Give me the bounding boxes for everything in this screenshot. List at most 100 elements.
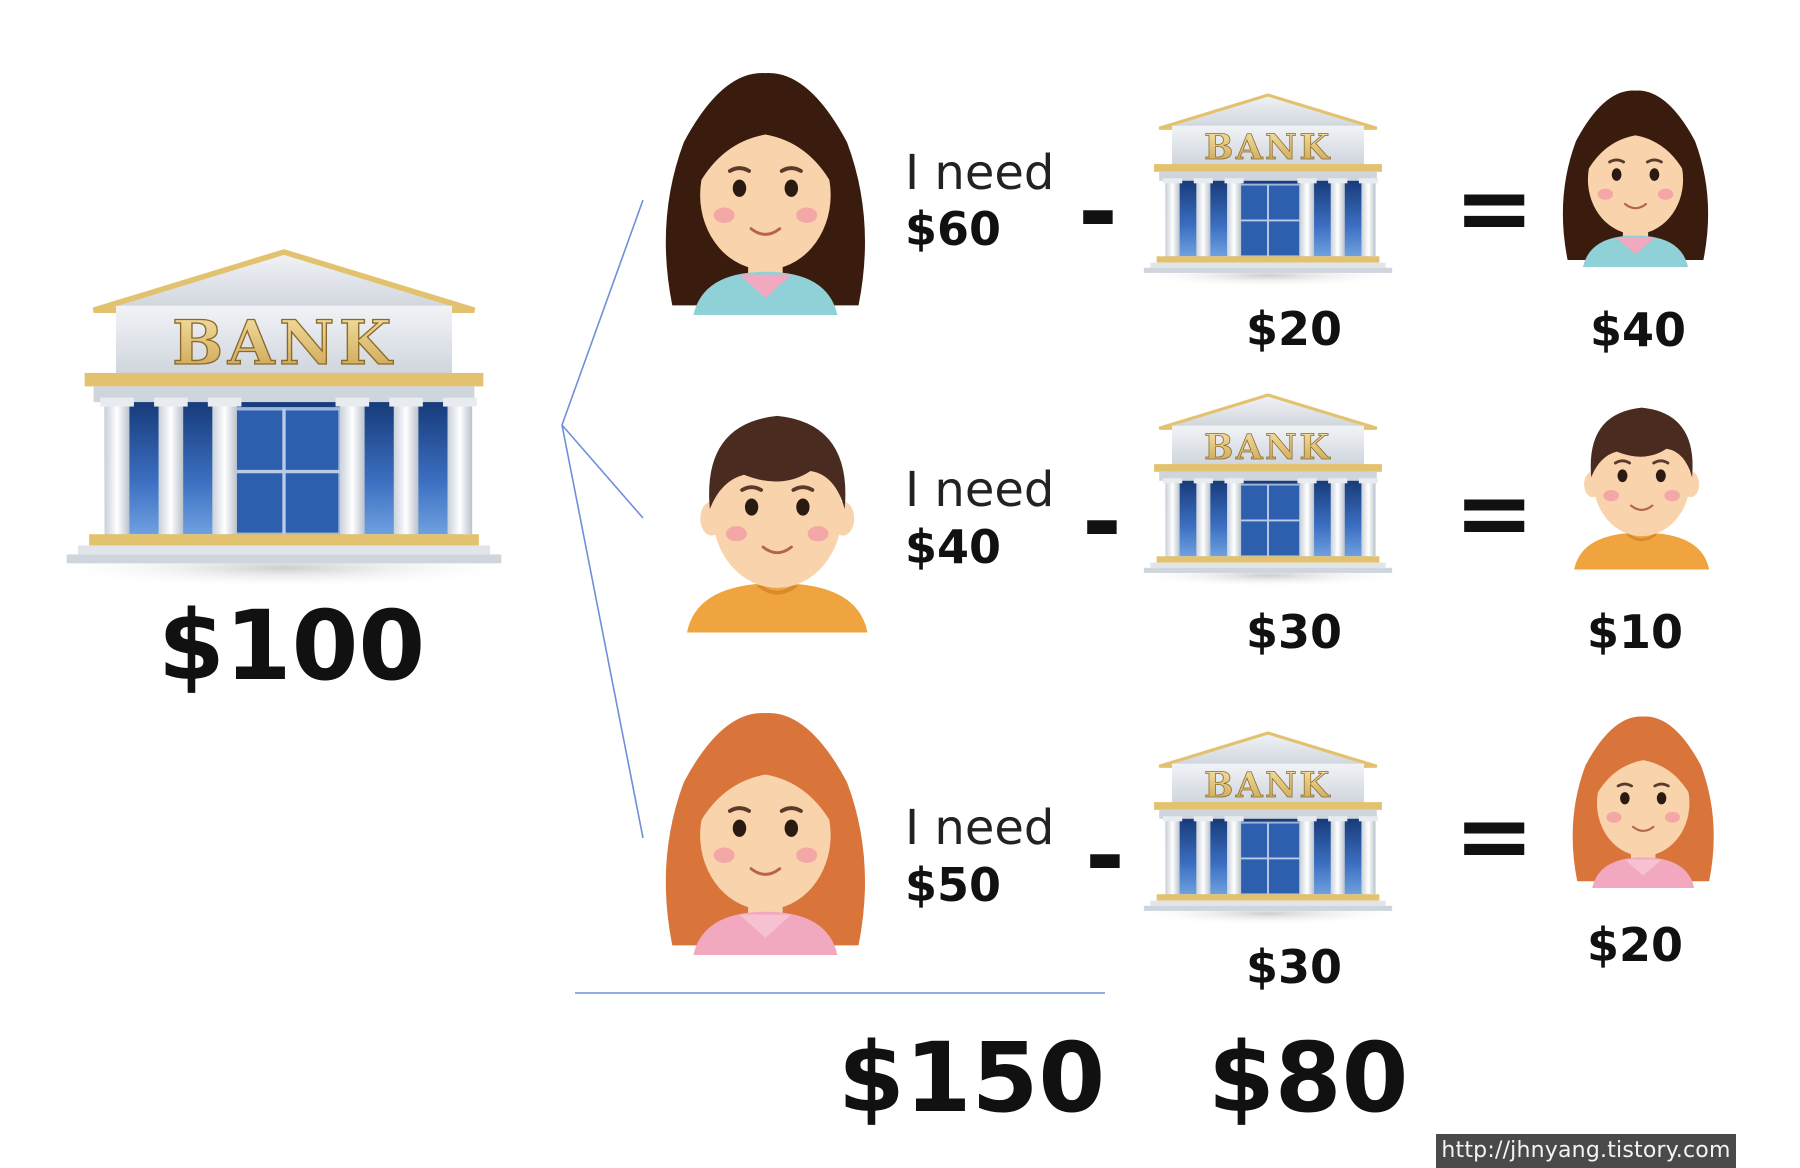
right-eye <box>784 179 799 197</box>
row2-need-label: I need <box>905 462 1055 518</box>
face <box>700 120 831 270</box>
bank-step <box>66 554 502 564</box>
main-bank-amount: $100 <box>158 590 426 702</box>
row1-minus-sign: - <box>1078 156 1118 268</box>
left-cheek <box>1597 188 1614 200</box>
row3-person-icon <box>665 712 865 955</box>
bank-pillar <box>1196 180 1211 257</box>
bank-base <box>1156 256 1380 263</box>
right-cheek <box>1664 489 1680 502</box>
mouth <box>1623 202 1648 210</box>
bank-sign-band <box>1172 425 1364 466</box>
connector-line <box>561 199 644 426</box>
bank-sign-band <box>1172 763 1364 804</box>
bank-pillar <box>1196 818 1211 895</box>
row1-bank-icon: BANK <box>1130 93 1406 287</box>
bank-pillar <box>340 402 365 535</box>
left-cheek <box>725 526 747 542</box>
bank-pillar <box>1165 818 1180 895</box>
left-eye <box>732 179 747 197</box>
row2-result-person-icon <box>1574 407 1710 570</box>
bank-sign-band <box>1172 125 1364 166</box>
right-cheek <box>807 526 829 542</box>
right-eye <box>784 819 799 837</box>
mouth <box>749 867 782 876</box>
right-eye <box>1655 469 1666 483</box>
bank-sign-text: BANK <box>172 308 396 379</box>
bank-pillar <box>1300 480 1315 557</box>
mouth <box>1629 504 1654 511</box>
shirt <box>1574 532 1710 570</box>
bank-pillar <box>158 402 184 535</box>
face <box>1593 425 1690 537</box>
bank-total: $80 <box>1208 1022 1409 1134</box>
bank-roof <box>92 249 476 314</box>
bank-sign-band <box>116 305 452 376</box>
bank-base <box>89 534 479 546</box>
row1-need-amount: $60 <box>905 202 1002 256</box>
row2-bank-icon: BANK <box>1130 393 1406 587</box>
bank-step <box>1150 262 1386 268</box>
bank-roof <box>1158 93 1378 130</box>
face <box>700 760 831 910</box>
row2-equals-sign: = <box>1454 457 1535 569</box>
left-eye <box>744 498 759 516</box>
left-eye <box>1617 469 1628 483</box>
bank-base <box>1156 894 1380 901</box>
bank-base <box>1156 556 1380 563</box>
row3-bank-icon: BANK <box>1130 731 1406 925</box>
need-total: $150 <box>838 1022 1106 1134</box>
bank-pillar <box>1330 818 1345 895</box>
bank-step <box>1143 267 1393 273</box>
left-cheek <box>713 207 735 223</box>
right-eye <box>1656 792 1667 805</box>
row1-result-person-icon <box>1562 90 1709 267</box>
bank-sign-text: BANK <box>1204 766 1332 806</box>
bank-step <box>1150 562 1386 568</box>
shirt <box>687 583 868 633</box>
bank-cornice <box>1154 802 1382 810</box>
hair <box>1590 407 1693 478</box>
right-cheek <box>796 847 818 863</box>
bank-roof <box>1158 731 1378 768</box>
right-eye <box>796 498 810 516</box>
bank-pillar <box>1300 818 1315 895</box>
row1-equals-sign: = <box>1454 152 1535 264</box>
row2-person-icon <box>687 415 868 633</box>
bank-frieze <box>1159 809 1377 819</box>
bank-pillar <box>393 402 419 535</box>
row3-need-amount: $50 <box>905 858 1002 912</box>
bank-cornice <box>1154 464 1382 472</box>
bank-pillar <box>1227 180 1242 257</box>
bank-step <box>1150 900 1386 906</box>
row2-minus-sign: - <box>1082 466 1122 578</box>
right-eye <box>1649 168 1660 181</box>
left-cheek <box>713 847 735 863</box>
bank-pillar <box>1196 480 1211 557</box>
bank-pillar <box>1330 180 1345 257</box>
bank-pillar <box>1361 180 1376 257</box>
row3-minus-sign: - <box>1085 800 1125 912</box>
bank-pillar <box>1330 480 1345 557</box>
right-cheek <box>1664 811 1680 823</box>
row3-need-label: I need <box>905 800 1055 856</box>
row1-bank-amount: $20 <box>1245 302 1343 356</box>
row1-result-amount: $40 <box>1589 303 1687 357</box>
mouth <box>1631 825 1655 832</box>
bank-step <box>1143 905 1393 911</box>
bank-pillar <box>447 402 473 535</box>
right-cheek <box>1657 188 1674 200</box>
face <box>712 439 842 588</box>
bank-pillar <box>1227 818 1242 895</box>
bank-frieze <box>1159 171 1377 181</box>
row2-need-amount: $40 <box>905 520 1002 574</box>
bank-frieze <box>93 386 475 403</box>
left-eye <box>1620 792 1630 805</box>
main-bank-icon: BANK <box>43 249 525 588</box>
connector-line <box>561 424 644 519</box>
row3-result-amount: $20 <box>1586 918 1684 972</box>
bank-pillar <box>1361 818 1376 895</box>
bank-pillar <box>212 402 237 535</box>
row3-result-person-icon <box>1572 716 1714 888</box>
bank-cornice <box>84 372 484 387</box>
